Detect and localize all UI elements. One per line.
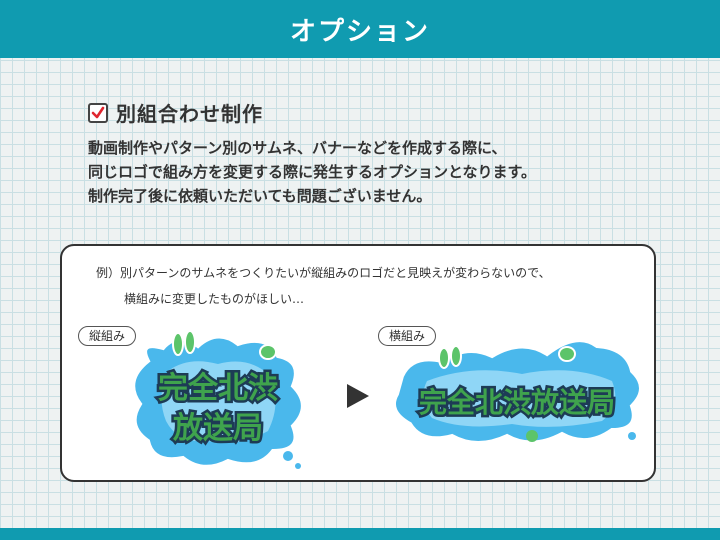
footer-bar [0,528,720,540]
logo-vertical-line2: 放送局 [172,411,263,446]
logo-vertical-line1: 完全北渋 [158,371,278,406]
vertical-logo: 完全北渋 放送局 [131,330,305,469]
section-heading: 別組合わせ制作 [88,98,263,127]
horizontal-logo: 完全北渋放送局 [392,338,643,445]
example-text-line: 例）別パターンのサムネをつくりたいが縦組みのロゴだと見映えが変わらないので、 [96,266,551,280]
horizontal-label: 横組み [378,326,437,346]
page-header: オプション [0,0,720,58]
example-text-line: 横組みに変更したものがほしい… [124,292,305,306]
section-title: 別組合わせ制作 [116,102,263,126]
example-box: 例）別パターンのサムネをつくりたいが縦組みのロゴだと見映えが変わらないので、 横… [60,244,656,482]
vertical-label: 縦組み [78,326,137,346]
page-title: オプション [289,16,430,47]
logo-horizontal-text: 完全北渋放送局 [419,386,615,419]
section-description: 動画制作やパターン別のサムネ、バナーなどを作成する際に、 同じロゴで組み方を変更… [88,136,536,208]
check-icon [88,102,108,123]
arrow-right-icon [347,384,369,408]
description-line: 同じロゴで組み方を変更する際に発生するオプションとなります。 [88,163,537,181]
description-line: 制作完了後に依頼いただいても問題ございません。 [88,187,432,205]
description-line: 動画制作やパターン別のサムネ、バナーなどを作成する際に、 [88,139,507,157]
